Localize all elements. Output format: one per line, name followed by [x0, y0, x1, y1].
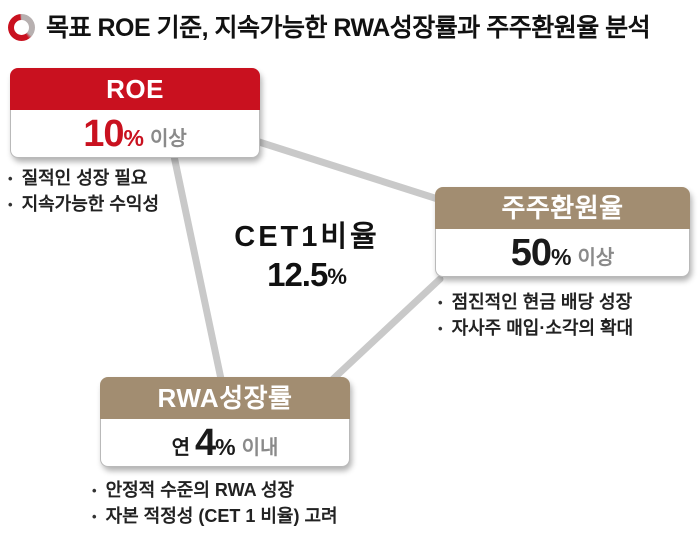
roe-bullet-2: • 지속가능한 수익성: [8, 192, 159, 218]
rwa-growth-unit: %: [215, 433, 236, 460]
shareholder-return-header: 주주환원율: [435, 187, 690, 229]
shareholder-return-qualifier: 이상: [577, 246, 615, 269]
cet1-unit: %: [327, 263, 347, 289]
shareholder-return-value: 50: [510, 231, 552, 274]
shareholder-return-bullet-1: • 점진적인 현금 배당 성장: [438, 290, 633, 316]
cet1-center-label: CET1비율 12.5 %: [182, 221, 432, 293]
bullet-icon: •: [92, 508, 97, 524]
roe-body: 10 % 이상: [10, 110, 260, 158]
rwa-growth-bullet-2-text: 자본 적정성 (CET 1 비율) 고려: [105, 505, 338, 526]
rwa-growth-prefix: 연: [171, 436, 190, 459]
rwa-growth-qualifier: 이내: [241, 436, 279, 459]
rwa-growth-header: RWA성장률: [100, 377, 350, 419]
rwa-growth-value: 4: [195, 421, 216, 464]
shareholder-return-bullet-2-text: 자사주 매입·소각의 확대: [451, 317, 634, 338]
shareholder-return-unit: %: [551, 243, 572, 270]
connector-roe-to-shareholder: [252, 137, 448, 205]
cet1-label: CET1비율: [234, 221, 380, 253]
rwa-growth-bullets: • 안정적 수준의 RWA 성장 • 자본 적정성 (CET 1 비율) 고려: [92, 478, 338, 529]
bullet-icon: •: [92, 483, 97, 498]
shareholder-return-bullets: • 점진적인 현금 배당 성장 • 자사주 매입·소각의 확대: [438, 290, 633, 341]
shareholder-return-bullet-1-text: 점진적인 현금 배당 성장: [451, 292, 633, 312]
roe-qualifier: 이상: [149, 127, 187, 150]
rwa-growth-body: 연 4 % 이내: [100, 419, 350, 467]
roe-bullets: • 질적인 성장 필요 • 지속가능한 수익성: [8, 166, 159, 217]
bullet-icon: •: [8, 196, 13, 212]
shareholder-return-bullet-2: • 자사주 매입·소각의 확대: [438, 316, 633, 342]
roe-header: ROE: [10, 68, 260, 110]
shareholder-return-node: 주주환원율 50 % 이상: [435, 187, 690, 277]
connector-shareholder-to-rwa: [328, 275, 444, 384]
rwa-growth-bullet-2: • 자본 적정성 (CET 1 비율) 고려: [92, 504, 338, 530]
roe-bullet-1: • 질적인 성장 필요: [8, 166, 159, 192]
roe-bullet-2-text: 지속가능한 수익성: [21, 193, 160, 214]
connector-roe-to-rwa: [170, 152, 225, 383]
shareholder-return-body: 50 % 이상: [435, 229, 690, 277]
page-title: 목표 ROE 기준, 지속가능한 RWA성장률과 주주환원율 분석: [46, 14, 651, 42]
roe-value: 10: [83, 112, 124, 155]
roe-node: ROE 10 % 이상: [10, 68, 260, 158]
bullet-icon: •: [438, 295, 443, 310]
roe-bullet-1-text: 질적인 성장 필요: [21, 168, 148, 188]
bullet-icon: •: [438, 320, 443, 336]
cet1-value-row: 12.5 %: [182, 255, 432, 293]
rwa-growth-node: RWA성장률 연 4 % 이내: [100, 377, 350, 467]
cet1-value: 12.5: [267, 255, 328, 293]
rwa-growth-bullet-1-text: 안정적 수준의 RWA 성장: [105, 480, 295, 500]
rwa-growth-bullet-1: • 안정적 수준의 RWA 성장: [92, 478, 338, 504]
roe-unit: %: [123, 124, 144, 151]
ring-icon: [8, 14, 35, 41]
title-row: 목표 ROE 기준, 지속가능한 RWA성장률과 주주환원율 분석: [8, 8, 651, 44]
bullet-icon: •: [8, 171, 13, 186]
